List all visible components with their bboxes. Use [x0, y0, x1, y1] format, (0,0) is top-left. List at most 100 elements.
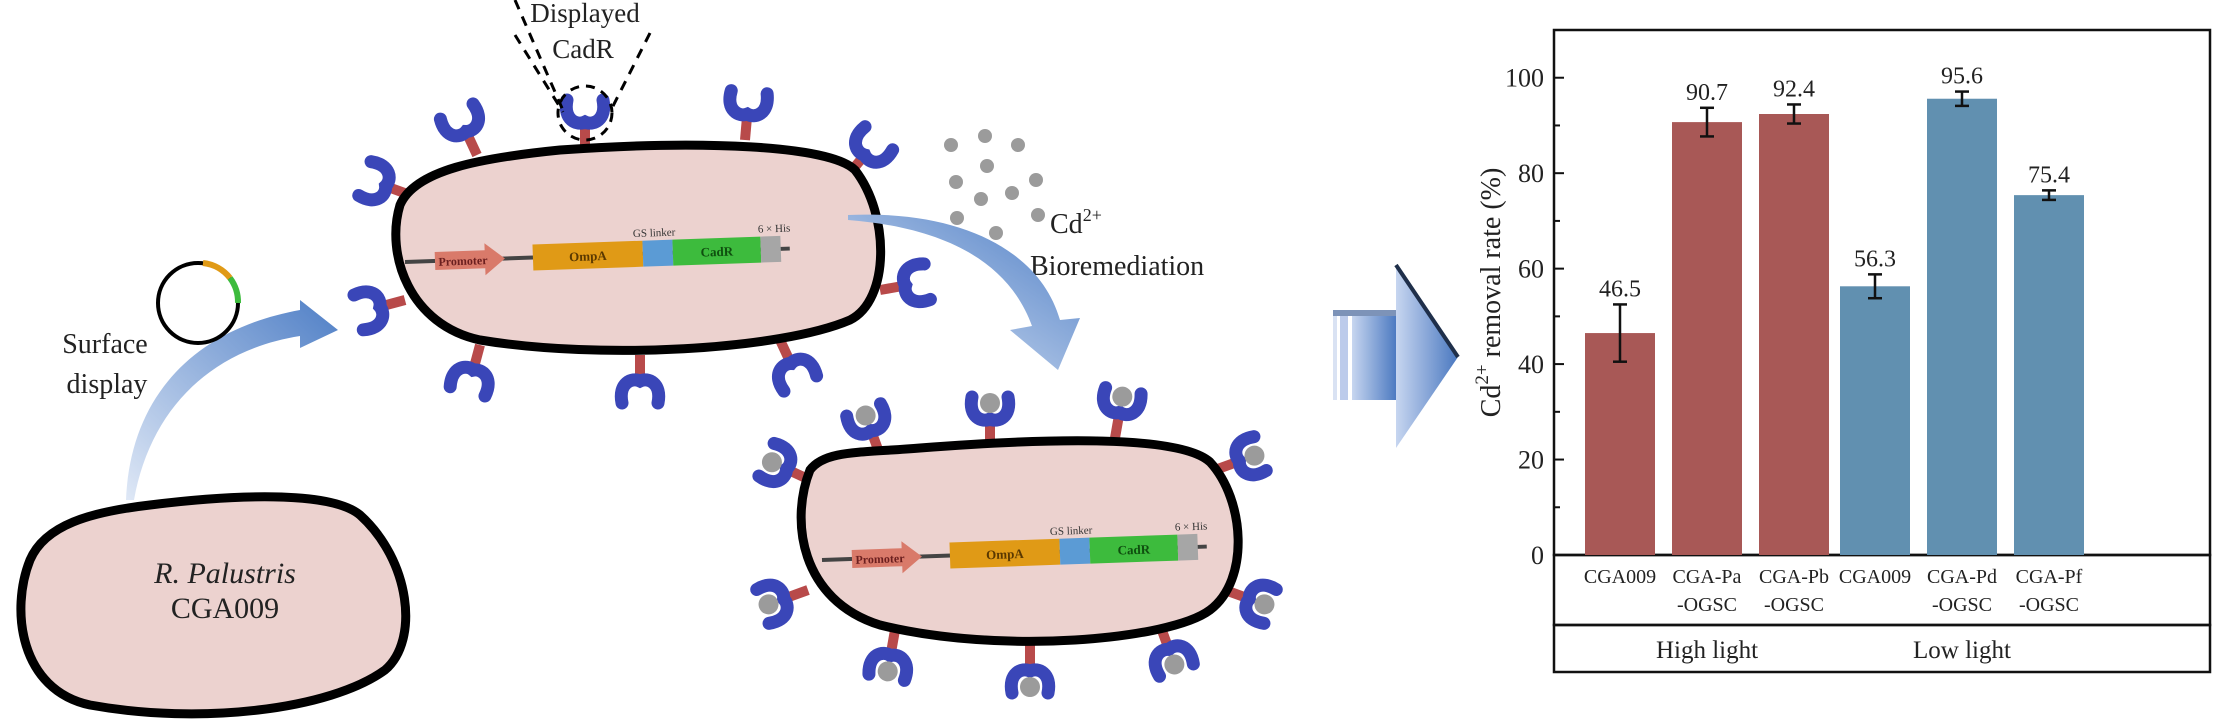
his-tag-segment — [1177, 533, 1199, 561]
cadr-segment — [672, 236, 762, 266]
x-tick-label-line2: -OGSC — [2019, 594, 2079, 616]
wild-type-cell-body — [16, 492, 411, 719]
bound-receptor-icon — [862, 629, 914, 687]
bound-cd-ion — [761, 452, 782, 473]
bound-cd-ion — [980, 393, 1000, 413]
receptor-cup — [964, 390, 1016, 427]
bound-receptor-icon — [750, 578, 810, 630]
gs-linker-segment — [642, 239, 674, 267]
curved-arrow-icon — [848, 214, 1080, 370]
x-tick-label-line2: -OGSC — [1764, 594, 1824, 616]
group-label: Low light — [1913, 637, 2011, 664]
surface-display-arrow — [126, 300, 338, 500]
y-tick-label: 0 — [1531, 541, 1544, 570]
cadr-segment — [1089, 534, 1179, 564]
bound-cd-ion — [1254, 594, 1275, 615]
receptor-cup — [1096, 381, 1148, 422]
callout-label-line1: Displayed — [530, 0, 640, 28]
gs-linker-label: GS linker — [1050, 525, 1093, 538]
bioremediation-label: Bioremediation — [1030, 251, 1204, 282]
data-label: 75.4 — [2028, 162, 2070, 188]
big-right-arrow — [1333, 263, 1460, 448]
ompa-segment — [532, 240, 644, 271]
y-axis-label: Cd2+ removal rate (%) — [1472, 168, 1507, 418]
bound-cd-ion — [758, 594, 779, 615]
bound-cd-ion — [1112, 386, 1133, 407]
cadr-label: CadR — [1117, 542, 1151, 558]
data-label: 90.7 — [1686, 80, 1728, 106]
receptor-icon — [347, 285, 407, 337]
y-axis-label-rest: removal rate (%) — [1476, 168, 1507, 365]
y-tick-label: 40 — [1518, 350, 1544, 379]
bar — [1927, 98, 1997, 556]
bound-receptor-icon — [964, 390, 1016, 445]
bound-cd-ion — [877, 661, 898, 682]
cd-ion-icon — [974, 192, 988, 206]
x-tick-label: CGA009 — [1839, 566, 1911, 588]
data-label: 56.3 — [1854, 246, 1896, 272]
promoter-label: Promoter — [855, 551, 905, 567]
his-tag-label: 6 × His — [1175, 521, 1208, 534]
plasmid-icon — [156, 260, 241, 345]
receptor-cup — [1004, 663, 1056, 700]
x-tick-label: CGA009 — [1584, 566, 1656, 588]
receptor-icon — [723, 84, 774, 141]
cd-label-base: Cd — [1050, 209, 1083, 240]
promoter-label: Promoter — [438, 253, 488, 269]
cd-label-sup: 2+ — [1083, 205, 1102, 225]
receptor-icon — [879, 257, 937, 309]
receptor-icon — [559, 93, 611, 148]
promoter-arrow-icon — [851, 541, 922, 574]
bound-cd-ion — [855, 405, 876, 426]
cd-ion-icon — [1029, 173, 1043, 187]
receptor-cup — [862, 646, 914, 687]
cd-ion-icon — [978, 129, 992, 143]
receptor-cup — [559, 93, 611, 130]
y-tick-label: 60 — [1518, 255, 1544, 284]
receptor-cup — [443, 360, 495, 403]
receptor-cup — [352, 155, 396, 207]
ompa-label: OmpA — [986, 546, 1025, 562]
y-tick-label: 100 — [1505, 64, 1544, 93]
promoter-arrow-icon — [434, 243, 505, 276]
surface-display-line2: display — [67, 369, 148, 400]
callout-label-line2: CadR — [552, 34, 614, 64]
x-tick-label: CGA-Pb — [1759, 566, 1829, 588]
y-axis-label-sup: 2+ — [1472, 364, 1493, 384]
bar — [1585, 333, 1655, 555]
bound-receptor-icon — [1148, 623, 1200, 683]
receptor-cup — [849, 120, 900, 169]
his-tag-label: 6 × His — [758, 223, 791, 236]
bound-receptor-icon — [1096, 381, 1148, 439]
receptor-cup — [772, 352, 824, 398]
receptor-cup — [840, 397, 892, 441]
receptor-cup — [433, 97, 485, 143]
cd-ion-icon — [1031, 208, 1045, 222]
cd-ion-icon — [980, 159, 994, 173]
species-label: R. Palustris — [153, 557, 296, 590]
cd-ion-icon — [1011, 138, 1025, 152]
ompa-segment — [949, 538, 1061, 569]
receptor-cup — [896, 257, 937, 309]
bar — [1759, 114, 1829, 555]
bound-receptor-icon — [1223, 578, 1283, 630]
curved-arrow-icon — [126, 300, 338, 500]
receptor-group — [347, 84, 937, 410]
receptor-cup — [752, 436, 798, 488]
receptor-cup — [1229, 430, 1273, 482]
y-axis-label-base: Cd — [1476, 385, 1507, 418]
receptor-icon — [443, 343, 495, 403]
cd-ion-icon — [989, 226, 1003, 240]
y-tick-label: 80 — [1518, 159, 1544, 188]
bound-cd-ion — [1164, 654, 1185, 675]
y-tick-label: 20 — [1518, 446, 1544, 475]
bound-cd-ion — [1244, 445, 1265, 466]
surface-display-line1: Surface — [62, 329, 148, 360]
displayed-cadr-callout — [513, 0, 652, 142]
receptor-group — [750, 381, 1283, 700]
